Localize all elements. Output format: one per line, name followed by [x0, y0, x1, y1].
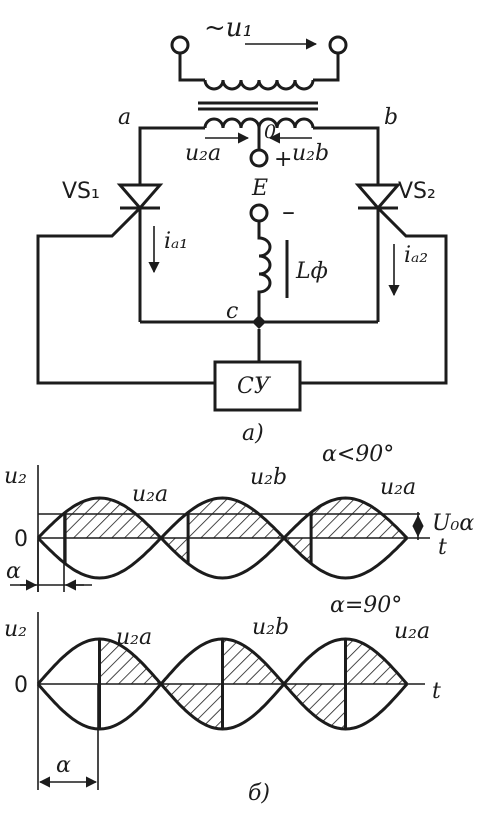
secondary-winding — [203, 117, 315, 129]
caption-b: б) — [248, 781, 270, 806]
hatched-region — [311, 498, 407, 538]
current-ia2-label: iₐ₂ — [404, 243, 428, 268]
primary-winding — [203, 79, 315, 91]
top-u2a-left-label: u₂a — [132, 482, 168, 507]
emf-terminal — [249, 203, 269, 223]
waveform-bottom: α=90° u₂ 0 t u₂a u₂b u₂a α б) — [4, 593, 441, 806]
circuit-schematic: ~u₁ a b 0 + u₂a u₂b VS₁ — [36, 13, 448, 446]
thyristor-vs2-label: VS₂ — [398, 179, 436, 204]
emf-label: E — [251, 176, 268, 201]
bottom-t-label: t — [432, 679, 441, 704]
top-wave-u2a — [36, 496, 409, 580]
plus-sign: + — [274, 147, 292, 172]
u2a-label: u₂a — [185, 141, 221, 166]
inductor-coil — [257, 221, 272, 322]
bottom-u2a-left-label: u₂a — [116, 625, 152, 650]
center-tap-label: 0 — [264, 121, 276, 143]
top-firing-lines — [63, 512, 313, 564]
bottom-u2a-right-label: u₂a — [394, 619, 430, 644]
hatched-region — [345, 639, 407, 684]
bottom-firing-lines — [98, 639, 347, 729]
control-unit-label: СУ — [237, 374, 272, 399]
terminal-a-label: a — [118, 105, 131, 130]
primary-lead-left — [178, 53, 205, 82]
inductor-label: Lф — [295, 259, 328, 284]
bottom-condition: α=90° — [330, 593, 402, 618]
primary-terminal-right — [328, 35, 348, 55]
primary-lead-right — [313, 53, 340, 82]
top-zero-label: 0 — [14, 527, 28, 552]
thyristor-vs2 — [300, 183, 448, 385]
top-y-label: u₂ — [4, 464, 27, 489]
top-condition: α<90° — [322, 442, 394, 467]
caption-a: а) — [242, 421, 264, 446]
thyristor-vs1-label: VS₁ — [62, 179, 100, 204]
center-tap-terminal — [249, 148, 269, 168]
minus-sign: – — [282, 197, 295, 227]
primary-terminal-left — [170, 35, 190, 55]
top-u2a-right-label: u₂a — [380, 475, 416, 500]
bottom-zero-label: 0 — [14, 673, 28, 698]
wire-b — [313, 126, 380, 185]
node-c-dot — [252, 315, 266, 329]
top-avg-voltage-label: U₀α — [432, 511, 474, 536]
bottom-u2b-label: u₂b — [252, 615, 289, 640]
hatched-region — [188, 498, 312, 564]
top-alpha-label: α — [6, 559, 21, 584]
hatched-region — [65, 498, 189, 564]
bottom-y-label: u₂ — [4, 617, 27, 642]
u2b-label: u₂b — [292, 141, 329, 166]
wire-a — [138, 126, 205, 185]
top-t-label: t — [438, 535, 447, 560]
source-voltage-label: ~u₁ — [204, 13, 253, 43]
top-wave-u2b — [36, 496, 409, 580]
bottom-alpha-label: α — [56, 753, 71, 778]
waveform-top: α<90° u₂ 0 t u₂a u₂b u₂a U₀α α — [4, 442, 474, 592]
thyristor-vs1 — [36, 183, 215, 385]
control-unit-box — [213, 360, 302, 412]
node-c-label: c — [226, 299, 238, 324]
terminal-b-label: b — [384, 105, 398, 130]
top-hatched-regions — [65, 498, 407, 564]
current-ia1-label: iₐ₁ — [164, 229, 188, 254]
top-u2b-label: u₂b — [250, 465, 287, 490]
